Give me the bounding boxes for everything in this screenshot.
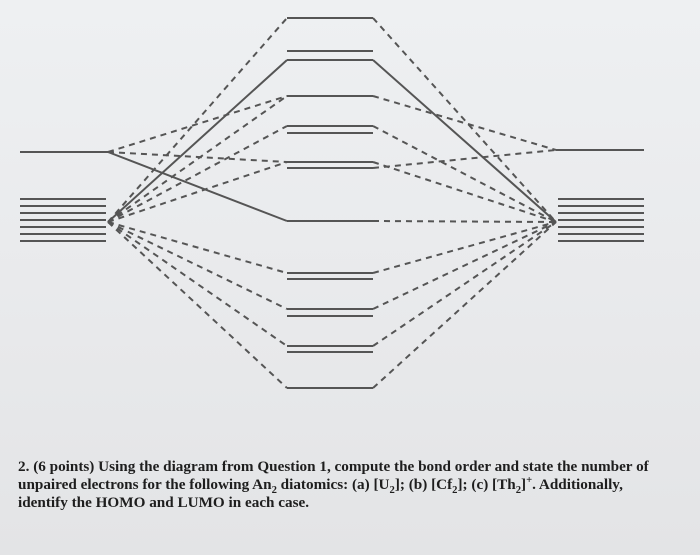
correlation-dash <box>107 161 288 223</box>
question-text: 2. (6 points) Using the diagram from Que… <box>18 458 668 512</box>
correlation-dash <box>372 221 557 347</box>
correlation-line <box>107 59 288 223</box>
question-suffix: . Additionally, identify the HOMO and LU… <box>18 476 623 511</box>
correlation-dash <box>107 221 288 347</box>
th-close: ] <box>521 476 527 493</box>
correlation-dash <box>372 221 557 310</box>
correlation-dash <box>372 220 557 223</box>
correlation-dash <box>372 17 557 223</box>
correlation-dash <box>372 221 557 274</box>
correlation-dash <box>107 221 288 310</box>
correlation-dash <box>107 125 288 223</box>
correlation-dash <box>372 221 557 389</box>
th-subscript: 2 <box>515 485 521 497</box>
question-prefix: 2. (6 points) Using the diagram from Que… <box>18 458 649 493</box>
mo-diagram <box>20 17 644 389</box>
correlation-dash <box>107 151 288 163</box>
u-subscript: 2 <box>389 485 395 497</box>
question-part-a: diatomics: (a) [U <box>276 476 390 493</box>
correlation-line <box>107 151 288 222</box>
correlation-line <box>372 59 557 223</box>
question-part-b: ]; (b) [Cf <box>394 476 453 493</box>
correlation-dash <box>372 149 557 169</box>
correlation-dash <box>107 95 288 223</box>
cf-subscript: 2 <box>452 485 458 497</box>
correlation-dash <box>107 221 288 274</box>
correlation-dash <box>107 221 288 389</box>
an-subscript: 2 <box>271 485 277 497</box>
correlation-dash <box>372 125 557 223</box>
question-part-c: ]; (c) [Th <box>457 476 516 493</box>
correlation-dash <box>372 95 557 151</box>
correlation-dash <box>107 17 288 223</box>
correlation-dash <box>107 95 288 153</box>
th-superscript: + <box>526 474 533 486</box>
